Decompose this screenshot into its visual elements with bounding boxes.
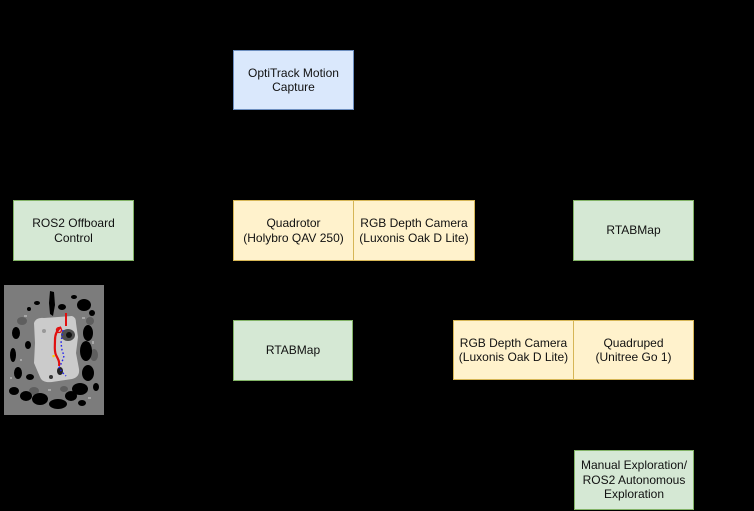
node-label: RGB Depth Camera (Luxonis Oak D Lite) [359,216,469,245]
node-label: OptiTrack Motion Capture [248,65,339,94]
occupancy-grid-map-svg [4,285,104,415]
node-manual-exploration: Manual Exploration/ ROS2 Autonomous Expl… [574,450,694,510]
node-label: Quadruped (Unitree Go 1) [595,335,672,364]
node-rgb-depth-camera-quadrotor: RGB Depth Camera (Luxonis Oak D Lite) [353,200,475,261]
node-label: Manual Exploration/ ROS2 Autonomous Expl… [580,458,688,502]
node-label: RTABMap [265,343,321,358]
node-rgb-depth-camera-quadruped: RGB Depth Camera (Luxonis Oak D Lite) [453,320,574,380]
node-rtabmap-quadrotor: RTABMap [233,320,353,381]
node-label: RGB Depth Camera (Luxonis Oak D Lite) [458,335,569,364]
node-ros2-offboard-control: ROS2 Offboard Control [13,200,134,261]
node-optitrack-motion-capture: OptiTrack Motion Capture [233,50,354,110]
node-label: ROS2 Offboard Control [32,216,115,245]
node-label: RTABMap [606,223,661,238]
node-quadrotor: Quadrotor (Holybro QAV 250) [233,200,354,261]
node-rtabmap-quadruped: RTABMap [573,200,694,261]
occupancy-grid-map-image [4,285,104,415]
node-label: Quadrotor (Holybro QAV 250) [243,216,344,245]
node-quadruped: Quadruped (Unitree Go 1) [573,320,694,380]
